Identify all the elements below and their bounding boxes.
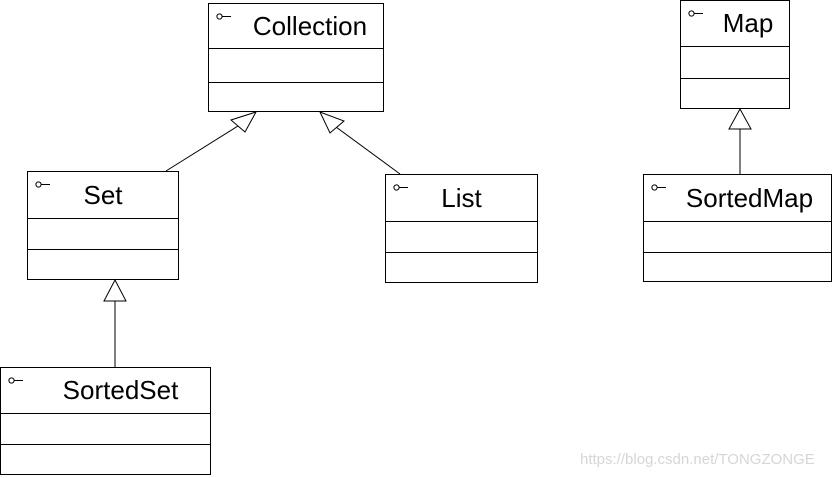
attributes-compartment <box>644 222 831 253</box>
interface-icon <box>393 184 408 191</box>
link-list-collection <box>335 126 401 175</box>
class-list[interactable]: List <box>385 174 538 283</box>
arrowhead-sortedset-set <box>103 278 127 302</box>
attributes-compartment <box>386 222 537 253</box>
class-sortedset[interactable]: SortedSet <box>0 367 211 475</box>
attributes-compartment <box>28 219 178 250</box>
class-map[interactable]: Map <box>680 0 790 109</box>
interface-icon <box>35 181 50 188</box>
class-set[interactable]: Set <box>27 171 179 280</box>
attributes-compartment <box>209 49 383 83</box>
operations-compartment <box>681 79 789 108</box>
operations-compartment <box>644 253 831 281</box>
attributes-compartment <box>681 47 789 79</box>
class-name: Map <box>722 8 774 38</box>
class-name: Set <box>83 179 123 210</box>
interface-icon <box>8 377 23 384</box>
operations-compartment <box>28 250 178 279</box>
operations-compartment <box>1 445 210 474</box>
class-name: Collection <box>252 10 368 41</box>
interface-icon <box>651 184 666 191</box>
interface-icon <box>688 10 703 17</box>
watermark: https://blog.csdn.net/TONGZONGE <box>580 451 815 468</box>
class-name: SortedMap <box>685 182 814 213</box>
class-set-header: Set <box>28 172 178 219</box>
operations-compartment <box>386 253 537 282</box>
class-collection-header: Collection <box>209 4 383 49</box>
class-map-header: Map <box>681 1 789 47</box>
operations-compartment <box>209 83 383 111</box>
class-name: List <box>441 182 482 213</box>
class-sortedmap[interactable]: SortedMap <box>643 174 832 282</box>
arrowhead-list-collection <box>319 111 345 134</box>
class-collection[interactable]: Collection <box>208 3 384 112</box>
class-sortedmap-header: SortedMap <box>644 175 831 222</box>
class-list-header: List <box>386 175 537 222</box>
class-sortedset-header: SortedSet <box>1 368 210 414</box>
interface-icon <box>216 13 231 20</box>
link-set-collection <box>165 125 239 172</box>
arrowhead-set-collection <box>229 111 258 133</box>
attributes-compartment <box>1 414 210 445</box>
arrowhead-sortedmap-map <box>728 107 752 130</box>
class-name: SortedSet <box>62 375 179 405</box>
